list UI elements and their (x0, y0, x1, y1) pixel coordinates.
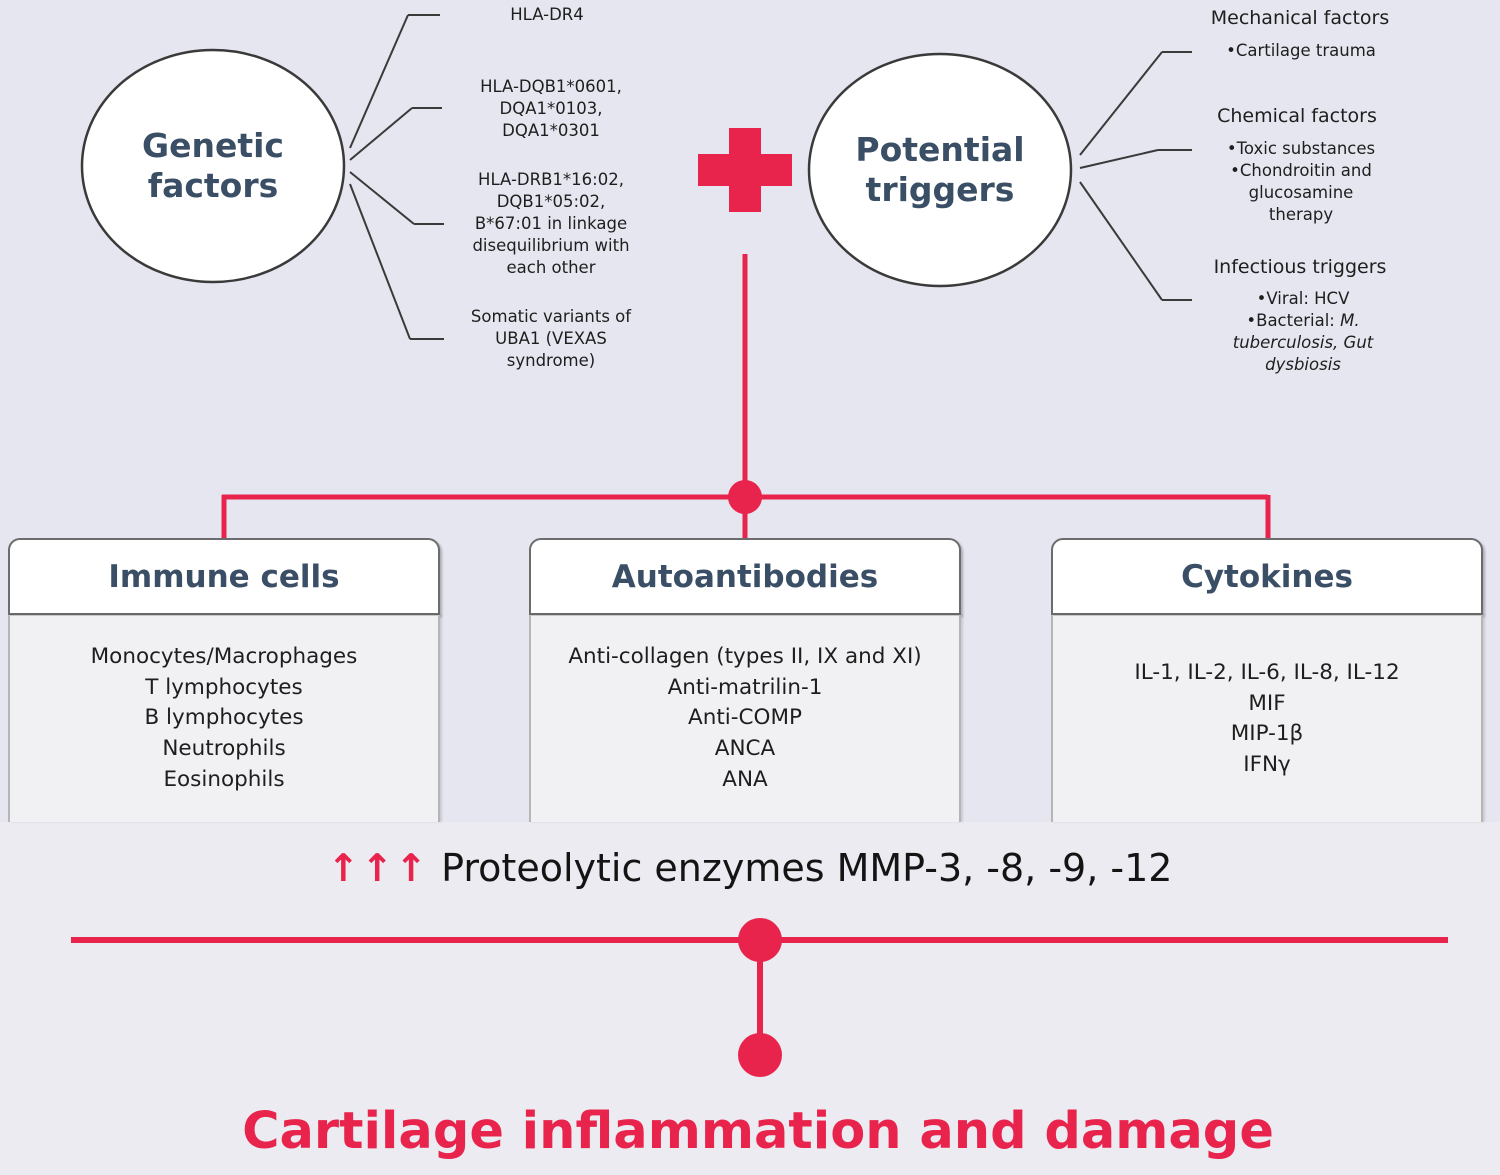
proteolytic-enzymes-statement: ↑↑↑ Proteolytic enzymes MMP-3, -8, -9, -… (0, 842, 1500, 894)
list-item: Monocytes/Macrophages (90, 644, 358, 669)
diagram-lower-background (0, 822, 1500, 1175)
infectious-item-bacterial-cont: dysbiosis (1192, 354, 1414, 376)
trigger-branch-lines (1079, 51, 1192, 301)
mechanical-item: •Cartilage trauma (1226, 41, 1376, 60)
mechanical-factors-list: •Cartilage trauma (1190, 40, 1412, 62)
immune-cells-list: Monocytes/Macrophages T lymphocytes B ly… (10, 642, 438, 796)
autoantibodies-header: Autoantibodies (529, 538, 961, 615)
junction-dot-top (728, 480, 762, 514)
immune-cells-body: Monocytes/Macrophages T lymphocytes B ly… (8, 615, 440, 822)
infectious-triggers-list: •Viral: HCV •Bacterial: M. tuberculosis,… (1192, 288, 1414, 376)
potential-triggers-circle (807, 52, 1073, 288)
genetic-title-line-2: factors (147, 166, 279, 205)
genetic-item-line: UBA1 (VEXAS (495, 329, 607, 348)
genetic-item-hla-drb1: HLA-DRB1*16:02, DQB1*05:02, B*67:01 in l… (444, 169, 658, 279)
chemical-item: glucosamine (1248, 183, 1354, 202)
immune-cells-header: Immune cells (8, 538, 440, 615)
triggers-title-line-2: triggers (865, 170, 1015, 209)
chemical-item: •Toxic substances (1226, 139, 1376, 158)
list-item: Eosinophils (163, 766, 285, 792)
list-item: Anti-matrilin-1 (667, 674, 823, 700)
list-item: MIF (1248, 690, 1286, 716)
chemical-factors-heading: Chemical factors (1217, 105, 1377, 127)
mechanical-factors-heading: Mechanical factors (1210, 7, 1390, 29)
list-item: T lymphocytes (145, 674, 303, 700)
genetic-item-hla-dqb1: HLA-DQB1*0601, DQA1*0103, DQA1*0301 (444, 76, 658, 142)
chemical-item: •Chondroitin and (1230, 161, 1372, 180)
autoantibodies-body: Anti-collagen (types II, IX and XI) Anti… (529, 615, 961, 822)
genetic-item-uba1: Somatic variants of UBA1 (VEXAS syndrome… (444, 306, 658, 372)
proteolytic-enzymes-text: Proteolytic enzymes MMP-3, -8, -9, -12 (441, 846, 1173, 890)
genetic-branch-lines (349, 14, 444, 340)
genetic-item-line: HLA-DQB1*0601, (480, 77, 622, 96)
infectious-item-bacterial: •Bacterial: M. (1192, 310, 1414, 332)
cytokines-body: IL-1, IL-2, IL-6, IL-8, IL-12 MIF MIP-1β… (1051, 615, 1483, 822)
potential-triggers-title: Potential triggers (810, 130, 1070, 210)
cytokines-header: Cytokines (1051, 538, 1483, 615)
outcome-dot (738, 1033, 782, 1077)
outcome-title: Cartilage inflammation and damage (242, 1102, 1274, 1161)
list-item: ANCA (714, 736, 776, 762)
infectious-item-viral: •Viral: HCV (1256, 289, 1350, 308)
junction-dot-bottom (738, 918, 782, 962)
list-item: Anti-COMP (688, 705, 802, 731)
chemical-factors-list: •Toxic substances •Chondroitin and gluco… (1190, 138, 1412, 226)
infectious-triggers-heading: Infectious triggers (1213, 256, 1387, 278)
plus-icon (698, 128, 792, 212)
genetic-item-line: HLA-DR4 (510, 5, 584, 24)
genetic-item-hla-dr4: HLA-DR4 (440, 4, 654, 26)
genetic-factors-title: Genetic factors (83, 126, 343, 206)
up-arrows-icon: ↑↑↑ (327, 846, 430, 890)
bacterial-species-part: dysbiosis (1265, 355, 1341, 374)
genetic-item-line: DQA1*0301 (502, 121, 600, 140)
list-item: MIP-1β (1230, 721, 1304, 747)
genetic-item-line: each other (506, 258, 596, 277)
genetic-item-line: Somatic variants of (470, 307, 632, 326)
genetic-factors-circle (80, 48, 346, 284)
genetic-item-line: DQA1*0103, (499, 99, 603, 118)
chemical-item: therapy (1268, 205, 1334, 224)
bacterial-species-part: M. (1340, 311, 1360, 330)
list-item: ANA (722, 766, 768, 792)
list-item: IL-1, IL-2, IL-6, IL-8, IL-12 (1134, 660, 1400, 685)
genetic-item-line: syndrome) (506, 351, 596, 370)
genetic-item-line: disequilibrium with (472, 236, 630, 255)
list-item: B lymphocytes (144, 705, 304, 731)
list-item: Neutrophils (162, 736, 286, 762)
list-item: Anti-collagen (types II, IX and XI) (568, 644, 922, 669)
bacterial-species-part: tuberculosis, Gut (1232, 333, 1374, 352)
genetic-item-line: HLA-DRB1*16:02, (478, 170, 624, 189)
cytokines-list: IL-1, IL-2, IL-6, IL-8, IL-12 MIF MIP-1β… (1053, 658, 1481, 781)
infectious-item-bacterial-cont: tuberculosis, Gut (1192, 332, 1414, 354)
genetic-title-line-1: Genetic (142, 126, 284, 165)
bacterial-prefix: •Bacterial: (1246, 311, 1341, 330)
autoantibodies-list: Anti-collagen (types II, IX and XI) Anti… (531, 642, 959, 796)
list-item: IFNγ (1243, 752, 1291, 778)
genetic-item-line: DQB1*05:02, (496, 192, 606, 211)
triggers-title-line-1: Potential (855, 130, 1025, 169)
genetic-item-line: B*67:01 in linkage (474, 214, 628, 233)
